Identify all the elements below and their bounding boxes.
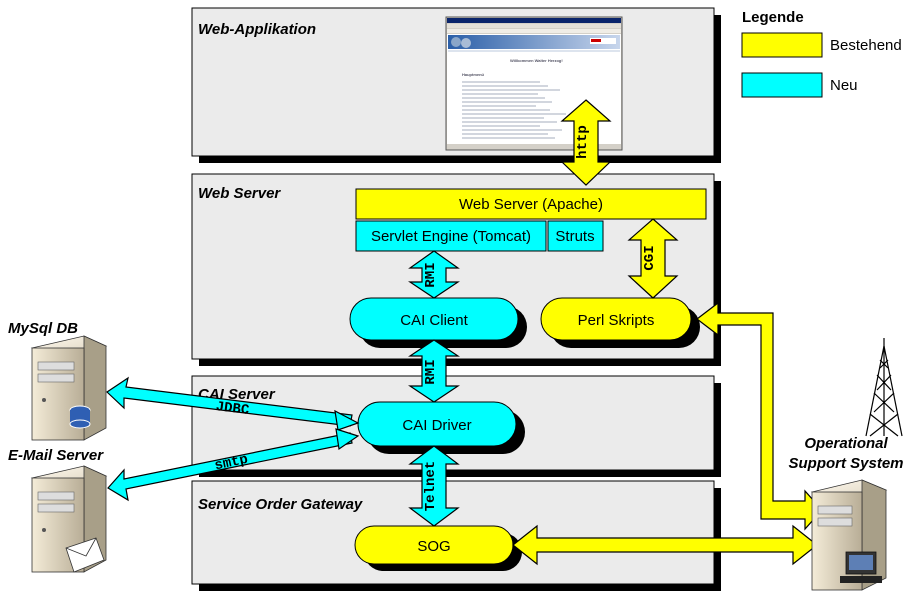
legend-swatch-new [741,72,823,98]
legend-label-new: Neu [830,77,858,94]
cai-driver-label: CAI Driver [402,417,471,434]
layer-web-app-title: Web-Applikation [198,21,316,38]
cgi-label: CGI [642,245,658,270]
smtp-arrow: smtp [107,428,360,502]
layer-sog-title: Service Order Gateway [198,496,363,513]
screenshot-section: Hauptmenü [462,72,485,77]
tomcat-box: Servlet Engine (Tomcat) [355,220,547,252]
screenshot-welcome: Willkommen Walter Herzog! [510,58,563,63]
oss-server-icon [810,479,888,591]
perl-skripts-node: Perl Skripts [540,297,700,348]
http-label: http [575,125,591,159]
perl-skripts-label: Perl Skripts [578,312,655,329]
struts-box: Struts [547,220,604,252]
cgi-arrow: CGI [627,218,679,299]
mysql-server-icon [30,335,108,441]
rmi-upper-arrow: RMI [408,250,460,299]
email-server-label: E-Mail Server [8,447,104,464]
sog-node: SOG [354,525,522,571]
struts-label: Struts [555,228,594,245]
cai-client-node: CAI Client [349,297,527,348]
tomcat-label: Servlet Engine (Tomcat) [371,228,531,245]
email-server-icon [30,465,108,573]
telnet-arrow: Telnet [408,445,460,527]
sog-label: SOG [417,538,450,555]
screenshot-menu-lines [462,81,566,139]
telnet-label: Telnet [423,461,439,511]
jdbc-arrow: JDBC [106,376,360,431]
cai-client-label: CAI Client [400,312,468,329]
mysql-label: MySql DB [8,320,78,337]
legend-label-existing: Bestehend [830,37,902,54]
smtp-label: smtp [213,452,249,475]
layer-web-server-title: Web Server [198,185,281,202]
rmi-lower-arrow: RMI [408,339,460,403]
oss-label-line1: Operational [804,435,888,452]
oss-label-line2: Support System [788,455,903,472]
rmi-upper-label: RMI [423,262,439,287]
antenna-tower-icon [865,338,903,437]
legend: Legende Bestehend Neu [741,9,902,98]
cai-driver-node: CAI Driver [357,401,525,454]
http-arrow: http [560,99,612,186]
legend-title: Legende [742,9,804,26]
rmi-lower-label: RMI [423,359,439,384]
jdbc-label: JDBC [215,399,251,419]
apache-label: Web Server (Apache) [459,196,603,213]
legend-swatch-existing [741,32,823,58]
apache-box: Web Server (Apache) [355,188,707,220]
